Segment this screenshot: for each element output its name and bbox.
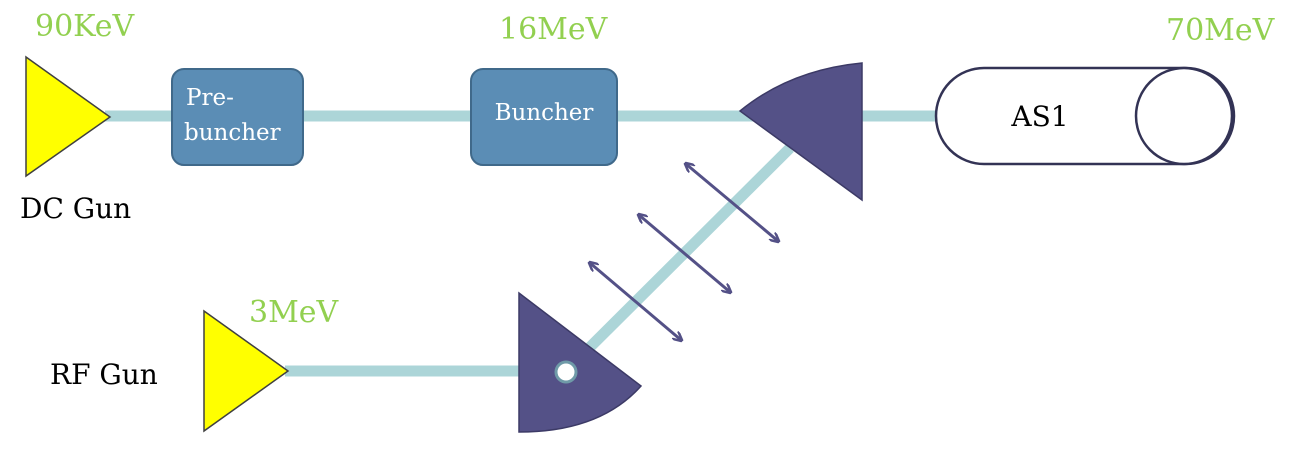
buncher-energy: 16MeV: [499, 12, 609, 47]
buncher-box: [470, 68, 618, 166]
beam-junction-circle: [554, 360, 578, 384]
dc-gun-label: DC Gun: [20, 192, 131, 225]
double-arrow-icon: [639, 215, 730, 292]
double-arrow-icon: [686, 164, 778, 241]
rf-gun-energy: 3MeV: [249, 295, 340, 330]
prebuncher-box: [171, 68, 304, 166]
prebuncher-label-line1: Pre-: [186, 85, 234, 111]
dc-gun-icon: [25, 55, 112, 178]
prebuncher-label-line2: buncher: [184, 120, 281, 146]
buncher-label: Buncher: [495, 100, 594, 126]
double-arrow-icon: [590, 263, 681, 340]
lower-dipole-magnet: [518, 291, 643, 433]
rf-gun-label: RF Gun: [50, 358, 158, 391]
upper-dipole-magnet: [738, 62, 863, 202]
as1-label: AS1: [1010, 100, 1068, 133]
dc-gun-energy: 90KeV: [35, 9, 136, 44]
rf-gun-icon: [203, 309, 290, 433]
as1-energy: 70MeV: [1166, 13, 1276, 48]
as1-cavity: [934, 66, 1236, 166]
